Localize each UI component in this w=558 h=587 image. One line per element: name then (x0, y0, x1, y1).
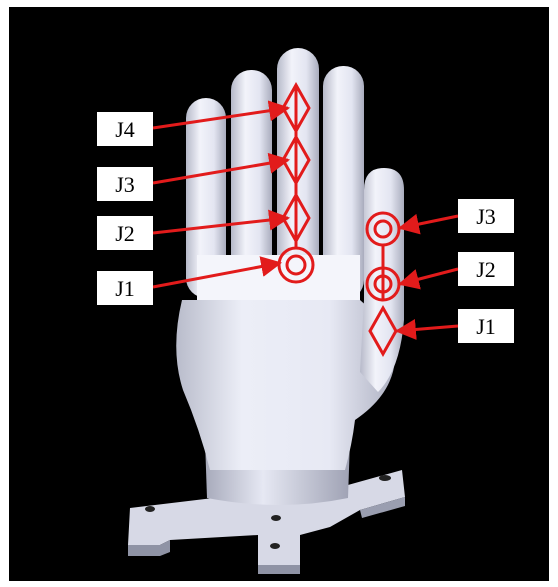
label-j3: J3 (97, 167, 153, 201)
right-labels: J3 J2 J1 (458, 199, 514, 343)
label-j4: J4 (97, 112, 153, 146)
label-j2-text: J2 (115, 221, 135, 246)
label-thumb-j2-text: J2 (476, 257, 496, 282)
label-j3-text: J3 (115, 172, 135, 197)
label-thumb-j2: J2 (458, 252, 514, 286)
label-j4-text: J4 (115, 117, 135, 142)
label-thumb-j3-text: J3 (476, 204, 496, 229)
label-thumb-j1-text: J1 (476, 314, 496, 339)
label-j1: J1 (97, 271, 153, 305)
label-j2: J2 (97, 216, 153, 250)
label-thumb-j1: J1 (458, 309, 514, 343)
label-thumb-j3: J3 (458, 199, 514, 233)
label-j1-text: J1 (115, 276, 135, 301)
